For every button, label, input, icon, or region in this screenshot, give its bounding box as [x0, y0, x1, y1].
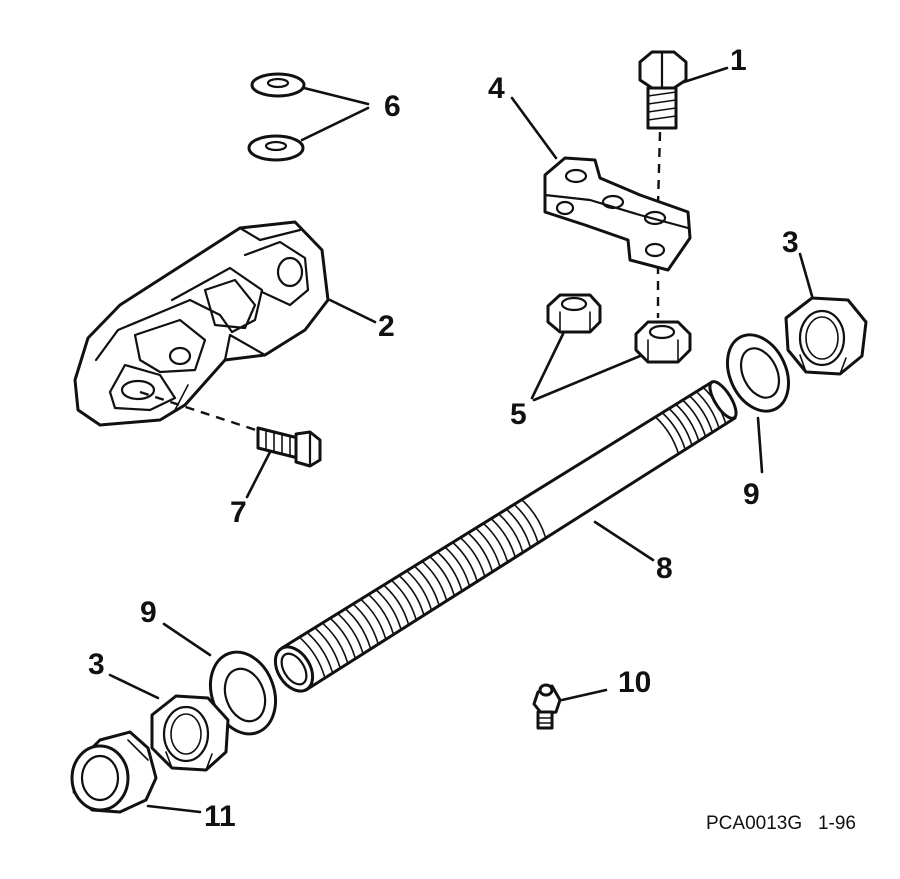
thread-ridge — [506, 508, 531, 548]
callout-5: 5 — [510, 398, 527, 431]
thread-ridge — [498, 513, 524, 553]
thread-ridge — [353, 604, 379, 644]
bolt-part-1 — [638, 50, 688, 130]
thread-ridge — [330, 618, 356, 658]
thread-ridge — [654, 415, 680, 455]
callout-6: 6 — [384, 90, 401, 123]
hex-nut-part-3-left — [150, 694, 230, 772]
thread-ridge — [300, 637, 326, 677]
clamp-housing-part-2 — [73, 220, 330, 427]
thread-ridge — [445, 547, 470, 586]
thread-ridge — [490, 518, 516, 558]
bracket-part-4 — [543, 156, 692, 272]
thread-ridge — [323, 623, 348, 663]
thread-ridge — [483, 523, 509, 562]
grease-fitting-part-10 — [532, 683, 562, 730]
thread-ridge — [315, 628, 341, 668]
thread-ridge — [467, 532, 493, 572]
thread-ridge — [345, 609, 371, 649]
thread-ridge — [437, 551, 463, 591]
callout-11: 11 — [204, 800, 236, 833]
thread-ridge — [475, 527, 501, 567]
leader-lines — [108, 66, 814, 814]
thread-ridge — [460, 537, 486, 577]
thread-ridge — [695, 390, 720, 430]
thread-ridge — [384, 585, 409, 625]
callout-1: 1 — [730, 44, 747, 77]
thread-ridge — [513, 504, 539, 543]
thread-ridge — [399, 575, 425, 615]
thread-ridge — [307, 633, 333, 672]
thread-ridge — [674, 403, 700, 442]
callout-4: 4 — [488, 72, 505, 105]
nut-part-5-right — [634, 320, 692, 364]
callout-3-right: 3 — [782, 226, 799, 259]
thread-ridge — [368, 594, 394, 634]
thread-ridge — [688, 394, 714, 434]
callout-3-left: 3 — [88, 648, 105, 681]
thread-ridge — [406, 570, 432, 610]
thread-ridge — [414, 566, 440, 605]
callout-9-right: 9 — [743, 478, 760, 511]
callout-2: 2 — [378, 310, 395, 343]
washer-part-6-lower — [247, 134, 305, 162]
thread-ridge — [338, 614, 364, 653]
bolt-part-7 — [256, 426, 322, 468]
callout-7: 7 — [230, 496, 247, 529]
thread-ridge — [521, 499, 547, 539]
thread-ridge — [701, 386, 727, 425]
thread-ridge — [429, 556, 455, 596]
figure-code: PCA0013G 1-96 — [706, 813, 856, 834]
washer-part-6-upper — [250, 72, 306, 98]
threaded-tube-part-8 — [273, 380, 738, 693]
thread-ridge — [376, 590, 402, 629]
thread-ridge — [361, 599, 387, 639]
thread-ridge — [667, 407, 693, 447]
callout-9-left: 9 — [140, 596, 157, 629]
cap-part-11 — [70, 730, 158, 814]
callout-10: 10 — [618, 666, 651, 699]
washer-part-9-left — [209, 650, 277, 736]
thread-ridge — [681, 398, 707, 438]
thread-ridge — [452, 542, 478, 582]
thread-ridge — [422, 561, 448, 601]
tube-threads — [300, 386, 727, 677]
thread-ridge — [391, 580, 417, 620]
nut-part-5-left — [546, 293, 602, 334]
hex-nut-part-3-right — [784, 296, 868, 376]
callout-8: 8 — [656, 552, 673, 585]
washer-part-9-right — [726, 333, 790, 413]
thread-ridge — [661, 411, 686, 451]
